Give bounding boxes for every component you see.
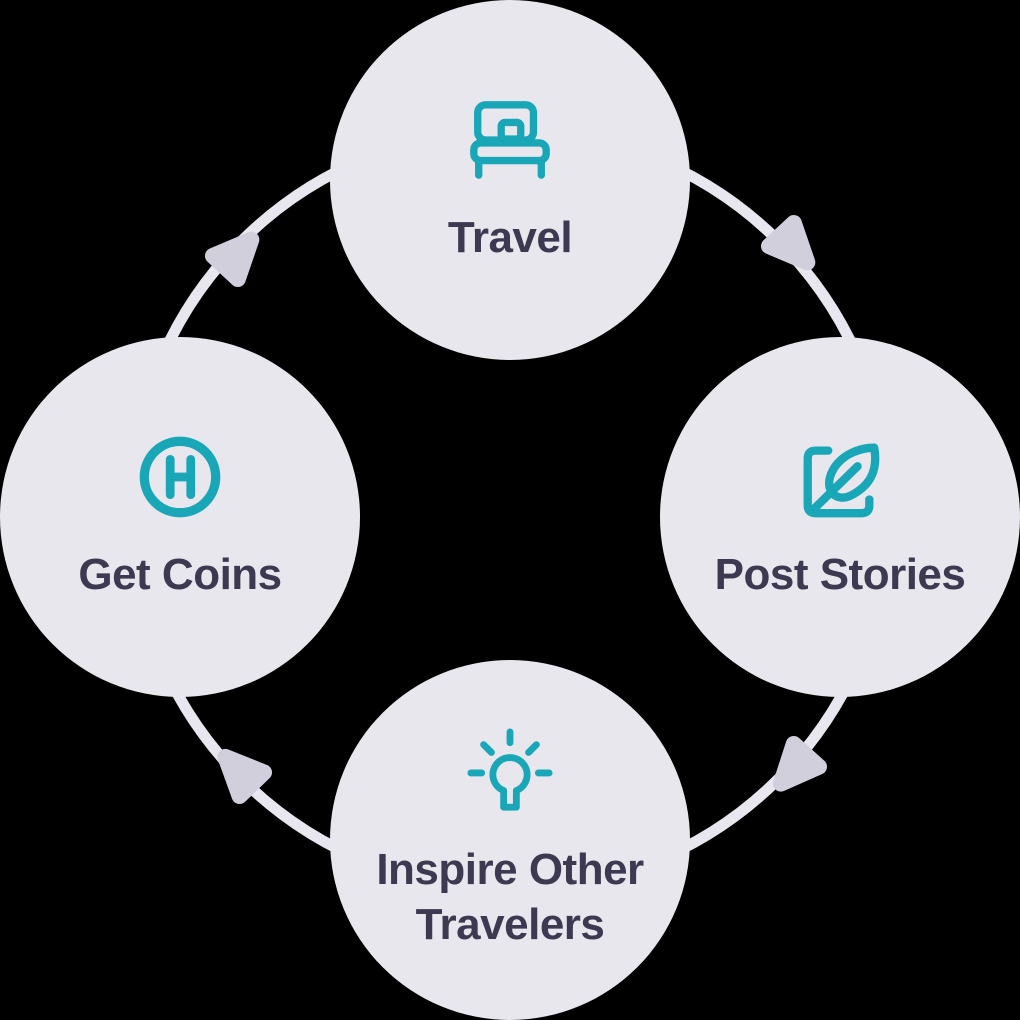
arrowhead-poststories-to-inspire <box>772 735 828 792</box>
node-label-get-coins: Get Coins <box>78 547 282 602</box>
node-inspire: Inspire Other Travelers <box>330 660 690 1020</box>
arrowhead-travel-to-poststories <box>760 214 816 271</box>
node-label-post-stories: Post Stories <box>715 547 966 602</box>
edit-feather-icon <box>803 443 880 517</box>
label-line: Inspire Other <box>376 845 644 894</box>
node-travel: Travel <box>330 0 690 360</box>
node-post-stories: Post Stories <box>660 337 1020 697</box>
label-line: Travel <box>447 212 573 262</box>
node-label-travel: Travel <box>447 210 573 265</box>
bed-icon <box>470 100 550 179</box>
label-line: Post Stories <box>714 549 966 599</box>
node-get-coins: Get Coins <box>0 337 360 697</box>
h-coin-icon <box>139 436 221 517</box>
label-line: Get Coins <box>78 549 282 599</box>
lightbulb-icon <box>467 728 553 811</box>
label-line: Travelers <box>415 900 605 949</box>
node-label-inspire: Inspire Other Travelers <box>376 842 644 952</box>
arrowhead-inspire-to-getcoins <box>217 748 273 805</box>
arrowhead-getcoins-to-travel <box>204 231 260 288</box>
